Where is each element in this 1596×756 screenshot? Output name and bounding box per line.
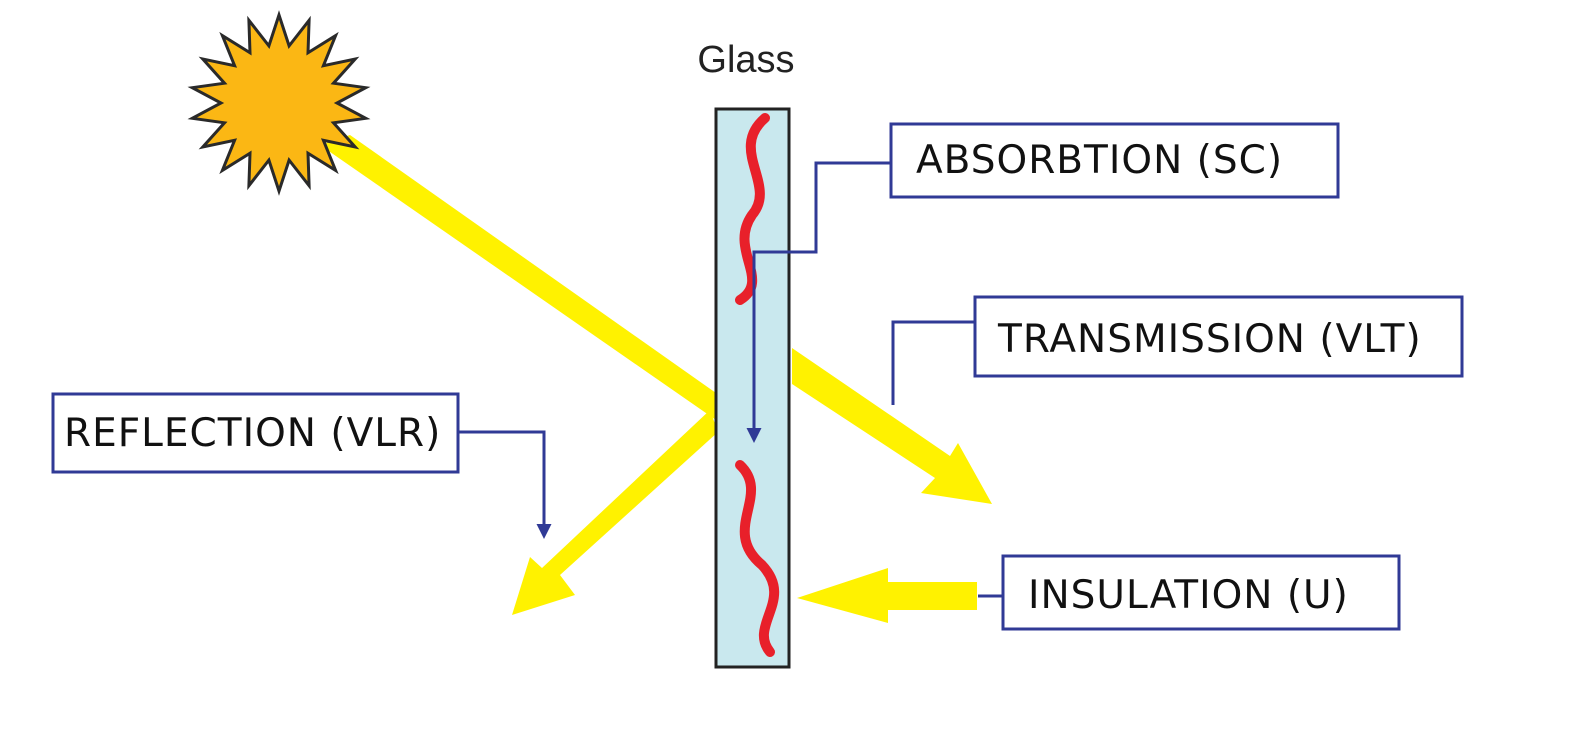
insulation-beam-arrow xyxy=(797,568,977,623)
transmission-label: TRANSMISSION (VLT) xyxy=(997,317,1422,362)
transmitted-beam-arrow xyxy=(792,348,992,504)
reflection-label: REFLECTION (VLR) xyxy=(64,411,441,456)
transmission-label-box xyxy=(973,295,1464,378)
insulation-label-box xyxy=(1001,554,1401,631)
reflected-beam-arrow xyxy=(512,410,718,615)
glass-title: Glass xyxy=(697,39,794,81)
absorption-leader xyxy=(746,161,891,443)
heat-wave-lower xyxy=(735,460,780,657)
transmission-leader xyxy=(891,320,975,405)
incoming-beam xyxy=(320,135,716,420)
insulation-label: INSULATION (U) xyxy=(1028,573,1349,618)
absorption-label: ABSORBTION (SC) xyxy=(916,138,1283,183)
sun-icon xyxy=(187,10,371,196)
reflection-leader xyxy=(458,430,552,539)
absorption-label-box xyxy=(889,122,1340,199)
heat-wave-upper xyxy=(735,113,770,305)
